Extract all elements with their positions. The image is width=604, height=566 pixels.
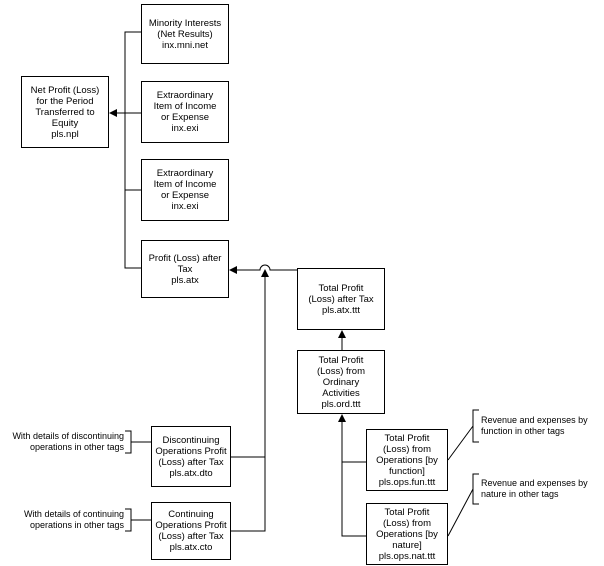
node-minority-interests: Minority Interests (Net Results) inx.mni… — [141, 4, 229, 64]
node-net-profit: Net Profit (Loss) for the Period Transfe… — [21, 76, 109, 148]
node-discontinuing-operations: Discontinuing Operations Profit (Loss) a… — [151, 426, 231, 487]
note-bracket-discontinuing — [125, 430, 132, 454]
node-continuing-operations: Continuing Operations Profit (Loss) afte… — [151, 502, 231, 560]
node-total-ops-by-function: Total Profit (Loss) from Operations [by … — [366, 429, 448, 491]
note-nature-details: Revenue and expenses by nature in other … — [481, 478, 588, 499]
note-bracket-nature — [472, 473, 479, 505]
note-function-details: Revenue and expenses by function in othe… — [481, 415, 588, 436]
node-total-profit-after-tax: Total Profit (Loss) after Tax pls.atx.tt… — [297, 268, 385, 330]
node-extraordinary-item-2: Extraordinary Item of Income or Expense … — [141, 159, 229, 221]
connector-bracket-main — [124, 31, 141, 269]
note-bracket-continuing — [125, 508, 132, 532]
node-profit-after-tax: Profit (Loss) after Tax pls.atx — [141, 240, 229, 298]
note-link-function — [447, 425, 474, 461]
note-link-nature — [447, 488, 474, 537]
note-bracket-function — [472, 409, 479, 443]
node-total-ops-by-nature: Total Profit (Loss) from Operations [by … — [366, 503, 448, 565]
connector-operations-bracket — [230, 456, 266, 532]
node-extraordinary-item-1: Extraordinary Item of Income or Expense … — [141, 81, 229, 143]
node-total-profit-ordinary: Total Profit (Loss) from Ordinary Activi… — [297, 350, 385, 414]
note-discontinuing-details: With details of discontinuing operations… — [12, 431, 124, 452]
arrow-to-profit-after-tax — [229, 264, 297, 274]
note-continuing-details: With details of continuing operations in… — [23, 509, 124, 530]
connector-ops-bracket — [341, 461, 366, 537]
